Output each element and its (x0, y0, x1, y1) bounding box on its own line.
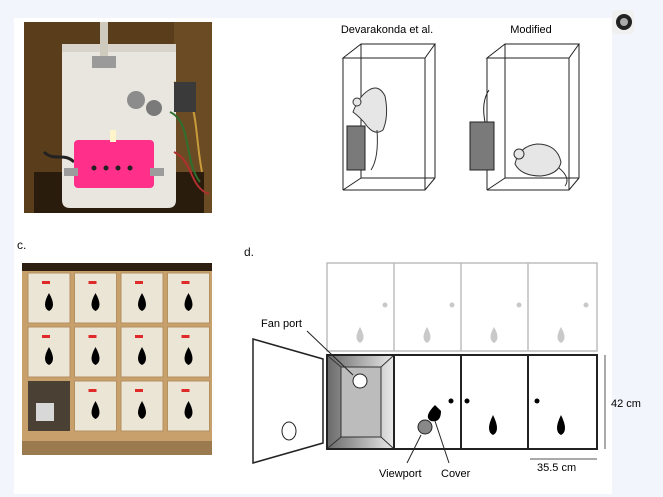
locker-cover (184, 347, 193, 365)
locker-cover (138, 293, 146, 311)
viewport-leader (406, 434, 422, 464)
viewport-label: Viewport (379, 468, 422, 480)
panel-d-label: d. (244, 245, 255, 259)
lower-locker-row (326, 354, 598, 450)
locker-tag (181, 281, 190, 284)
rat-standing-icon (352, 87, 388, 171)
panel-b-drawing: Devarakonda et al. Modified (341, 24, 580, 191)
locker-tag (42, 335, 50, 338)
upper-dots (382, 302, 589, 308)
cover-label: Cover (441, 468, 471, 480)
locker-tag (135, 389, 143, 392)
locker-grid (27, 272, 210, 432)
height-label: 42 cm (611, 398, 641, 410)
locker-tag (181, 389, 190, 392)
locker-cover (45, 347, 53, 365)
locker-tag (88, 335, 97, 338)
door-viewport (281, 421, 297, 441)
upper-locker-row (326, 262, 598, 352)
upper-drops (356, 327, 565, 343)
viewport-hole (417, 419, 433, 435)
panel-a-photo (24, 22, 212, 213)
locker-tag (88, 281, 97, 284)
panel-c-label: c. (17, 238, 27, 252)
left-chamber-fan-box (346, 125, 366, 171)
locker-cover (91, 401, 100, 419)
locker-tag (181, 335, 190, 338)
locker-cover (91, 293, 100, 311)
locker-cover (138, 401, 146, 419)
locker-tag (42, 281, 50, 284)
locker-tag (135, 335, 143, 338)
fan-port (352, 373, 368, 389)
width-label: 35.5 cm (537, 462, 576, 474)
left-chamber-title: Devarakonda et al. (341, 24, 433, 36)
locker-cover (45, 293, 53, 311)
open-door (252, 338, 324, 464)
rat-on-floor-icon (513, 143, 568, 187)
right-chamber-title: Modified (510, 24, 552, 36)
cover-leader (434, 420, 450, 464)
locker-cover (184, 293, 193, 311)
locker-cover (91, 347, 100, 365)
fan-port-leader (306, 330, 354, 376)
locker-cover (184, 401, 193, 419)
locker-tag (135, 281, 143, 284)
locker-cover (138, 347, 146, 365)
fan-icon (612, 10, 634, 34)
right-chamber-fan-box (469, 121, 495, 171)
locker-tag (88, 389, 97, 392)
panel-d-schematic: Fan port Viewport Cover 42 cm 35.5 cm (252, 262, 641, 480)
cover-flap (427, 405, 441, 422)
panel-c-photo (22, 263, 212, 455)
fan-port-label: Fan port (261, 318, 302, 330)
